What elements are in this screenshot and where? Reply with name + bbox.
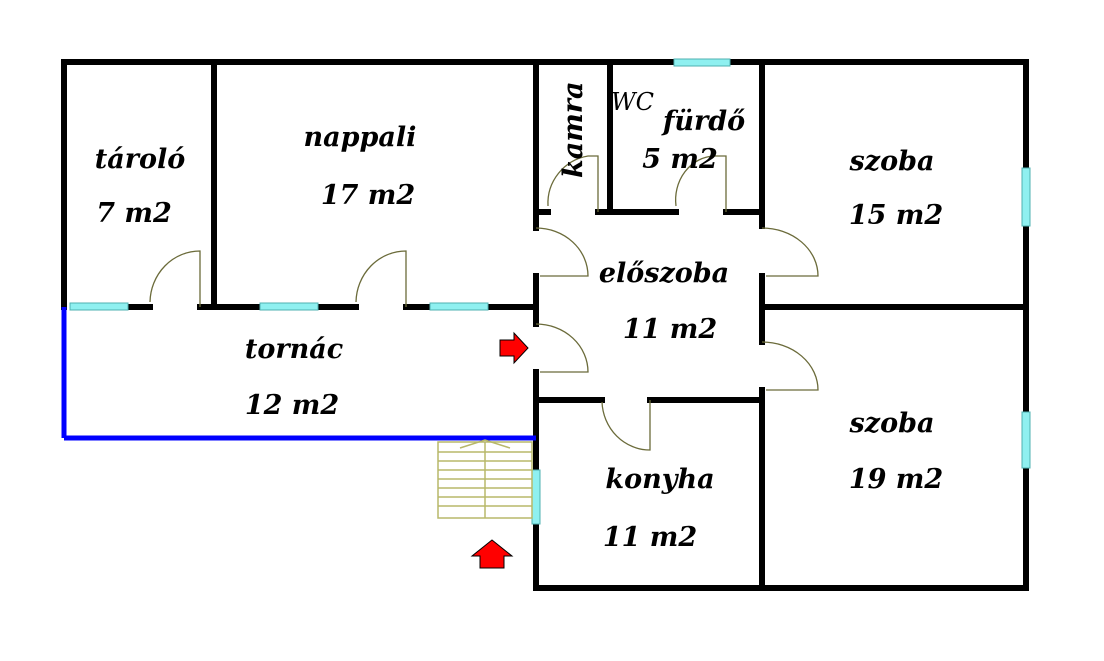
door-nappali [355,250,407,307]
tornac-open-edge [61,307,536,441]
label-tarolo-area: 7 m2 [96,198,172,229]
window-nappali-top [673,58,731,67]
label-szoba1-area: 15 m2 [849,200,943,231]
doors [149,155,819,451]
door-szoba2 [761,341,819,391]
entrance-arrows [470,331,529,569]
label-nappali-name: nappali [304,122,417,153]
door-entrance [535,323,589,373]
label-konyha-area: 11 m2 [603,522,697,553]
windows [69,58,1031,525]
label-tornac-area: 12 m2 [245,390,339,421]
label-szoba2-area: 19 m2 [849,464,943,495]
window-nappali-b [429,302,489,311]
window-nappali-a [259,302,319,311]
stairs-arrow [459,439,511,449]
label-kamra-name: kamra [558,82,589,179]
label-eloszoba-area: 11 m2 [623,314,717,345]
label-furdo-area: 5 m2 [642,144,718,175]
door-tarolo [149,250,201,307]
label-wc-name: WC [611,88,654,116]
door-szoba1 [761,227,819,277]
label-konyha-name: konyha [605,464,714,495]
label-tornac-name: tornác [245,334,343,365]
door-konyha [601,400,651,451]
door-eloszoba-north [535,227,589,277]
window-szoba2-east [1021,411,1031,469]
label-szoba2-name: szoba [849,408,935,439]
label-szoba1-name: szoba [849,146,935,177]
stairs [437,439,533,519]
door-kamra [547,155,599,212]
arrow-right-icon [499,331,529,365]
window-konyha-west [531,469,541,525]
room-labels: tároló 7 m2 nappali 17 m2 kamra WC fürdő… [95,82,943,554]
walls [61,59,1029,591]
arrow-up-icon [470,539,514,569]
door-furdo [674,155,727,212]
window-tarolo [69,302,129,311]
label-nappali-area: 17 m2 [321,180,415,211]
label-tarolo-name: tároló [95,144,185,175]
label-furdo-name: fürdő [661,106,745,137]
label-eloszoba-name: előszoba [599,258,729,289]
window-szoba1-east [1021,167,1031,227]
